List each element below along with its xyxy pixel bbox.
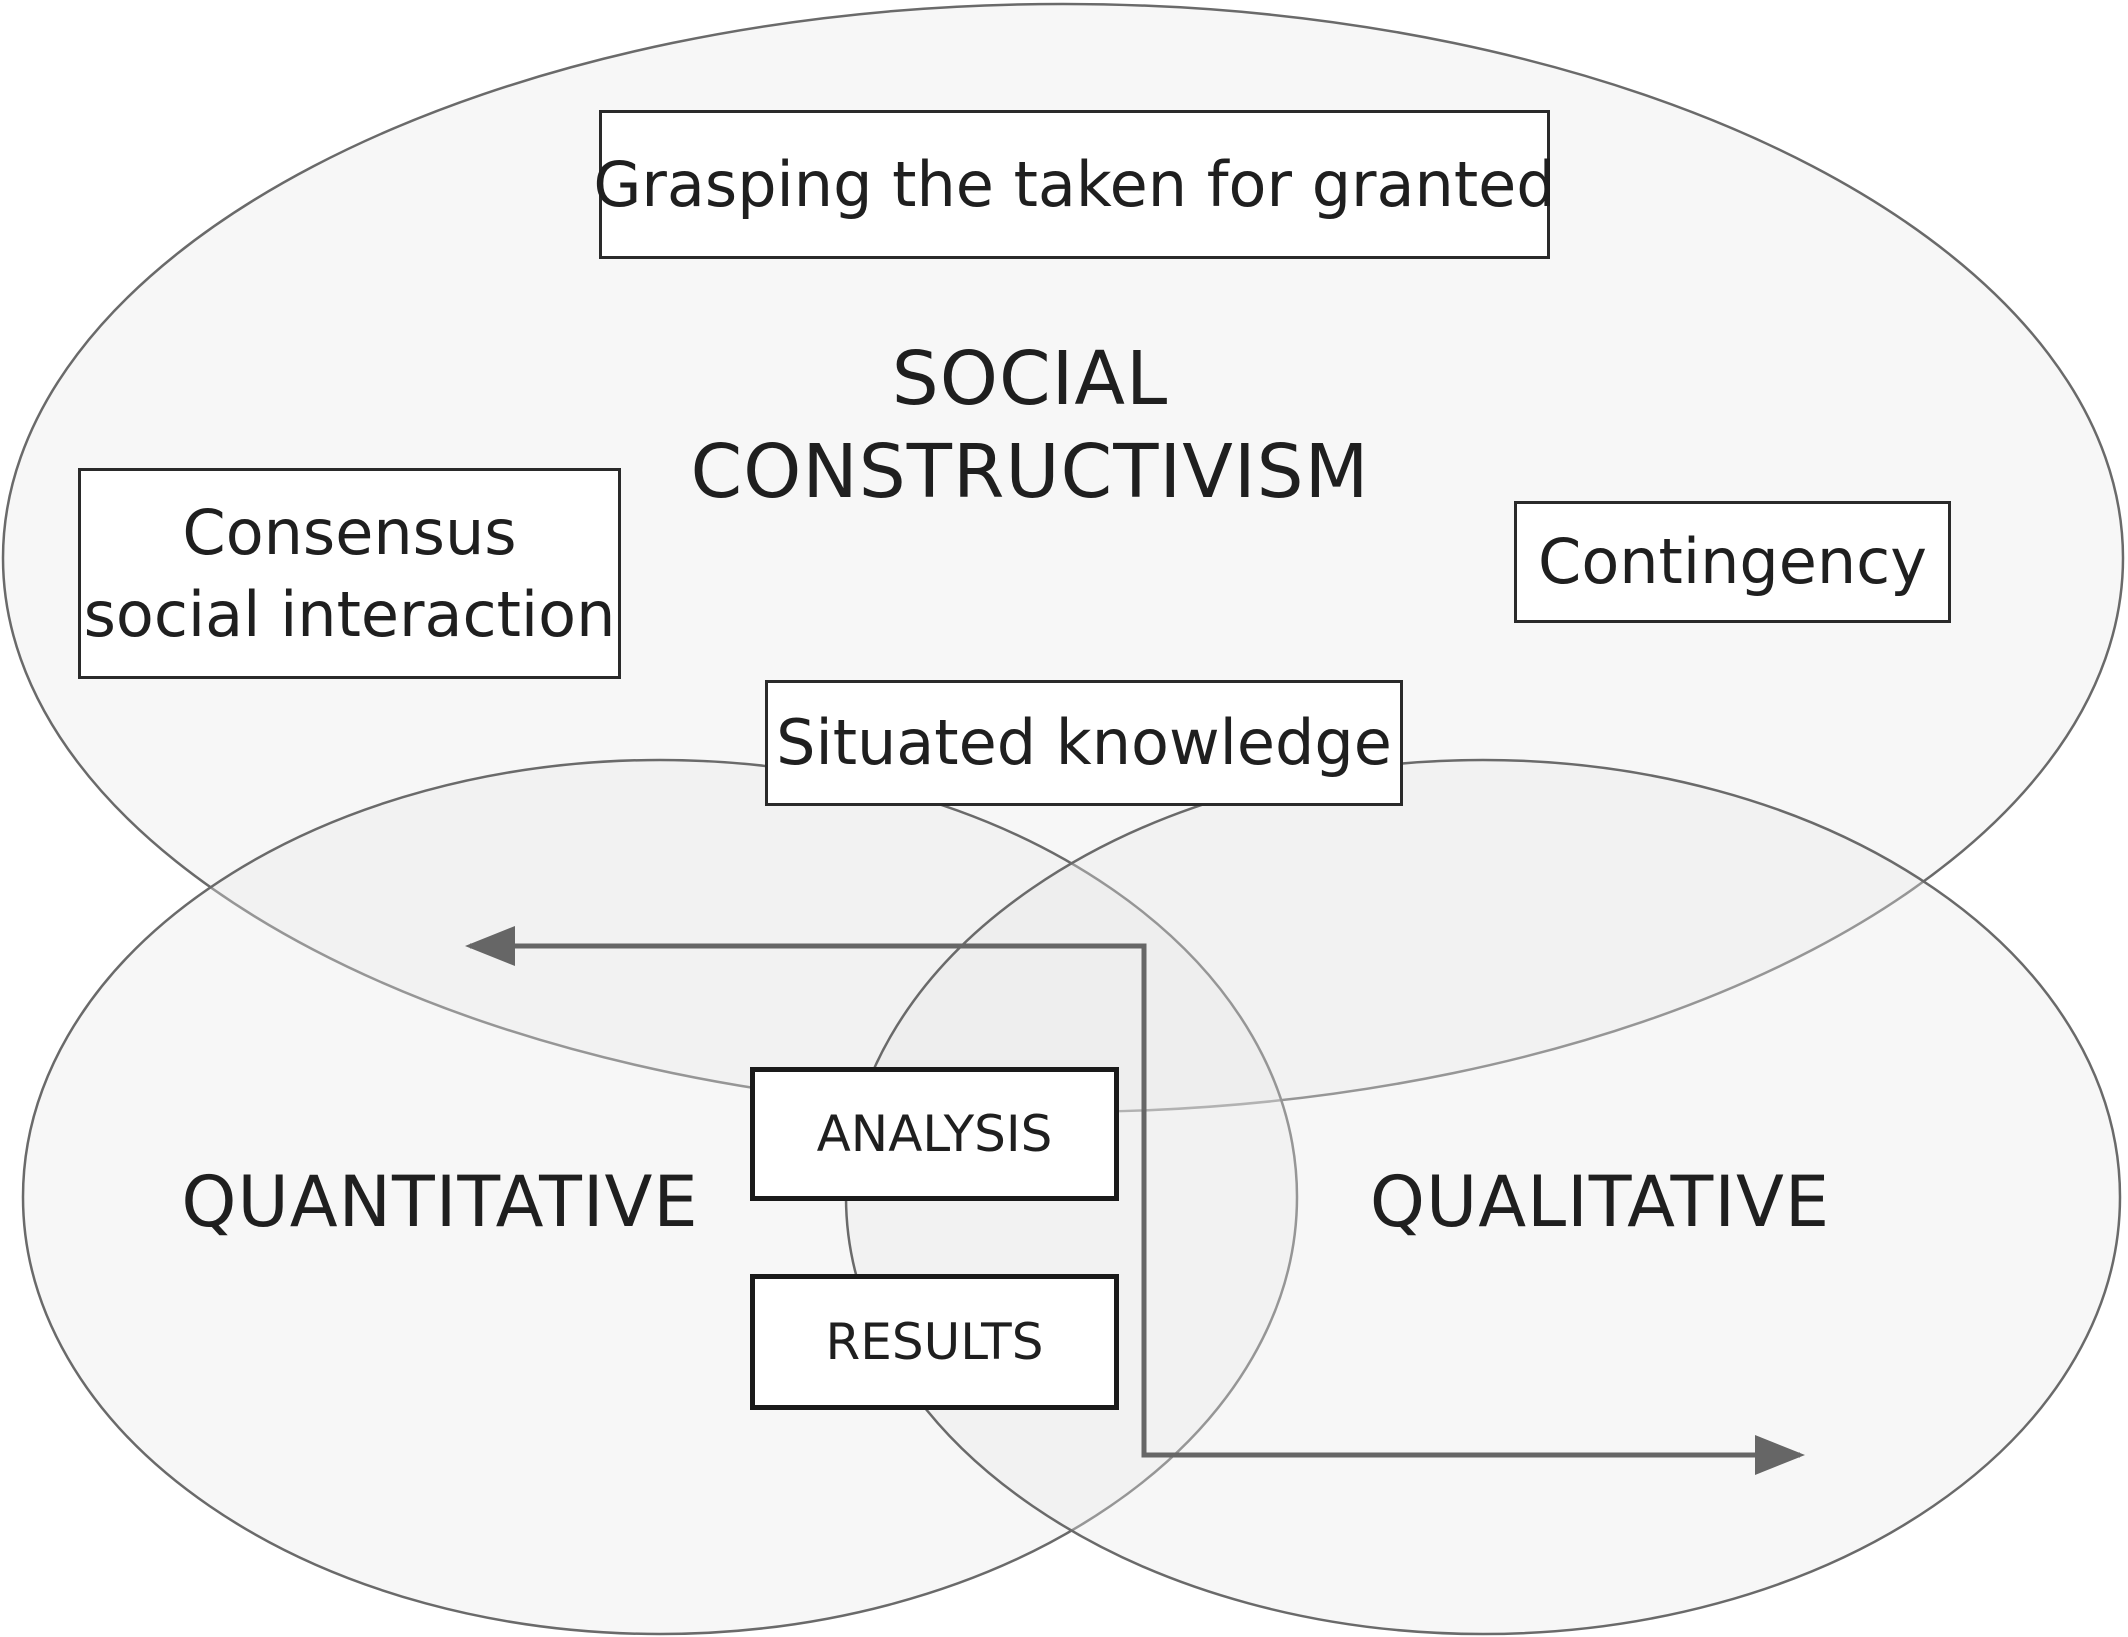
- situated-knowledge-box: Situated knowledge: [765, 680, 1403, 806]
- situated-knowledge-label: Situated knowledge: [776, 706, 1392, 780]
- consensus-label-line2: social interaction: [83, 577, 616, 651]
- results-box: RESULTS: [750, 1274, 1119, 1410]
- social-constructivism-title: SOCIAL CONSTRUCTIVISM: [620, 335, 1440, 517]
- social-title-line1: SOCIAL: [891, 336, 1169, 422]
- quantitative-ellipse: [21, 758, 1299, 1636]
- grasping-label: Grasping the taken for granted: [593, 147, 1556, 221]
- contingency-box: Contingency: [1514, 501, 1951, 623]
- consensus-box: Consensus social interaction: [78, 468, 621, 679]
- analysis-label: ANALYSIS: [816, 1105, 1053, 1163]
- flow-arrow-right: [1141, 946, 1805, 1475]
- contingency-label: Contingency: [1538, 525, 1927, 599]
- grasping-box: Grasping the taken for granted: [593, 110, 1556, 259]
- qualitative-title: QUALITATIVE: [1369, 1161, 1831, 1243]
- social-title-line2: CONSTRUCTIVISM: [690, 428, 1370, 515]
- analysis-box: ANALYSIS: [750, 1067, 1119, 1201]
- consensus-label-line1: Consensus: [182, 495, 517, 569]
- results-label: RESULTS: [825, 1313, 1044, 1371]
- quantitative-title: QUANTITATIVE: [181, 1161, 699, 1243]
